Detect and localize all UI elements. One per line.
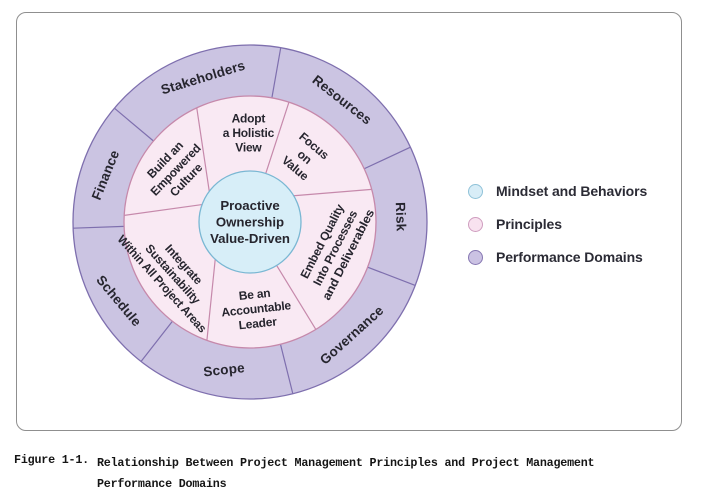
- domain-label-scope-line: Scope: [203, 360, 246, 379]
- principles-swatch-icon: [468, 216, 483, 232]
- principle-divider-4: [206, 259, 216, 341]
- domain-divider-3: [367, 266, 416, 286]
- principle-divider-3: [276, 265, 317, 330]
- domain-label-risk: Risk: [393, 202, 409, 232]
- legend-item-mindset-and-behaviors: Mindset and Behaviors: [468, 183, 647, 199]
- caption-line-1: Relationship Between Project Management …: [96, 456, 595, 470]
- center-circle-label-line: Proactive: [220, 198, 279, 213]
- domain-label-risk-line: Risk: [393, 202, 409, 232]
- legend-item-principles: Principles: [468, 216, 647, 232]
- legend-label: Performance Domains: [496, 249, 643, 265]
- domain-divider-4: [279, 344, 294, 394]
- domain-divider-1: [271, 47, 282, 99]
- principle-label-be-an-accountable-leader-line: Leader: [238, 314, 278, 332]
- domain-divider-5: [140, 320, 173, 362]
- legend: Mindset and Behaviors Principles Perform…: [468, 183, 647, 282]
- legend-item-performance-domains: Performance Domains: [468, 249, 647, 265]
- principle-divider-2: [293, 188, 372, 197]
- principle-label-be-an-accountable-leader-line: Be an: [238, 286, 271, 303]
- figure-number: Figure 1-1.: [14, 453, 89, 467]
- domain-divider-2: [363, 146, 411, 170]
- center-circle-label-line: Value-Driven: [210, 231, 290, 246]
- legend-label: Mindset and Behaviors: [496, 183, 648, 199]
- mindset-center-circle: [198, 170, 302, 274]
- figure-caption: Figure 1-1. Relationship Between Project…: [14, 453, 595, 495]
- domain-divider-6: [73, 225, 125, 229]
- legend-label: Principles: [496, 216, 562, 232]
- domains-swatch-icon: [468, 249, 483, 265]
- domain-divider-0: [114, 107, 154, 142]
- mindset-swatch-icon: [468, 183, 483, 199]
- principle-divider-0: [196, 107, 210, 192]
- domain-label-scope: Scope: [203, 360, 246, 379]
- caption-line-2: Performance Domains: [96, 477, 227, 491]
- principle-label-adopt-a-holistic-view-line: View: [235, 141, 262, 155]
- principle-label-adopt-a-holistic-view-line: a Holistic: [223, 126, 275, 140]
- principle-divider-5: [124, 203, 203, 216]
- center-circle-label-line: Ownership: [216, 215, 284, 230]
- principle-divider-1: [265, 101, 290, 174]
- figure-caption-text: Relationship Between Project Management …: [96, 453, 595, 495]
- principle-label-adopt-a-holistic-view-line: Adopt: [232, 112, 266, 126]
